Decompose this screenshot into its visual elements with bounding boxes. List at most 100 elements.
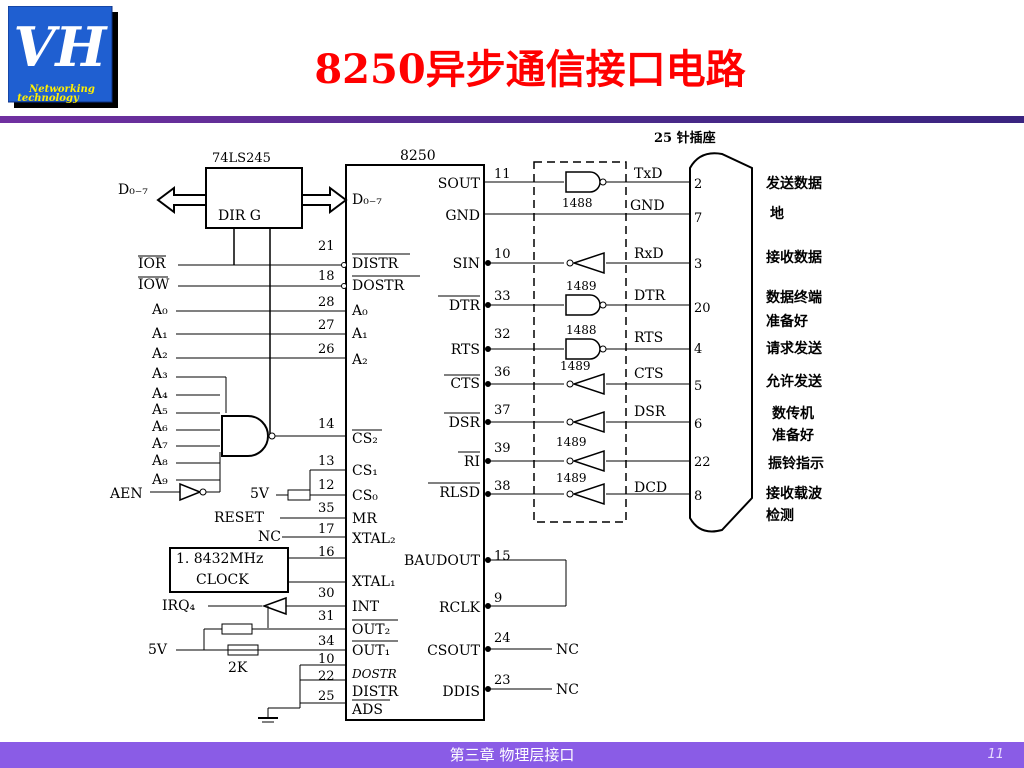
pin-name: CS₀ — [352, 488, 378, 504]
pin-number: 33 — [494, 289, 511, 304]
connector-title: 25 针插座 — [654, 130, 716, 146]
data-bus-label: D₀₋₇ — [118, 182, 148, 198]
pin-name: MR — [352, 511, 377, 527]
connector-signal: DTR — [634, 288, 666, 304]
page-number: 11 — [987, 747, 1004, 762]
host-signal: CLOCK — [196, 572, 249, 588]
connector-signal: TxD — [634, 166, 662, 182]
pin-name: A₁ — [351, 326, 368, 342]
pin-number: 12 — [318, 478, 335, 493]
connector-signal: CTS — [634, 366, 664, 382]
host-signal: NC — [258, 529, 281, 545]
pin-number: 39 — [494, 441, 511, 456]
host-signal: A₆ — [151, 419, 168, 435]
pin-name: ADS — [351, 702, 383, 718]
pin-name: DISTR — [352, 684, 399, 700]
logo-text-1: Networking — [28, 84, 95, 95]
pin-name: CS₁ — [352, 463, 378, 479]
host-signal: AEN — [109, 486, 143, 502]
host-signal: 5V — [148, 642, 168, 658]
signal-description: 地 — [770, 205, 784, 222]
host-signal: IOW — [138, 277, 170, 293]
pin-number: 11 — [494, 167, 511, 182]
driver-label: 1488 — [562, 196, 593, 210]
signal-description: 准备好 — [766, 313, 808, 330]
host-signal: A₅ — [151, 402, 168, 418]
connector-pin: 4 — [694, 342, 702, 357]
pin-name: XTAL₁ — [352, 574, 396, 590]
pin-name: RCLK — [439, 600, 481, 616]
signal-description: 数传机 — [772, 405, 814, 422]
driver-label: 1489 — [566, 279, 597, 293]
pin-number: 21 — [318, 239, 335, 254]
signal-description: 准备好 — [772, 427, 814, 444]
driver-label: 1489 — [556, 435, 587, 449]
signal-description: 检测 — [766, 507, 794, 524]
signal-description: 振铃指示 — [768, 455, 824, 472]
host-signal: A₂ — [151, 346, 168, 362]
host-signal: IOR — [138, 256, 166, 272]
pin-name: DTR — [449, 298, 481, 314]
host-signal: 5V — [250, 486, 270, 502]
footer-title: 第三章 物理层接口 — [449, 746, 575, 764]
pin-number: 22 — [318, 669, 335, 684]
pin-number: 25 — [318, 689, 335, 704]
logo-text-2: technology — [17, 93, 80, 104]
host-signal: A₁ — [151, 326, 168, 342]
footer-bar: 第三章 物理层接口 11 — [0, 742, 1024, 768]
host-signal: IRQ₄ — [162, 598, 196, 614]
signal-description: 允许发送 — [765, 373, 823, 390]
pin-number: 16 — [318, 545, 335, 560]
circuit-diagram: 74LS245 DIR G D₀₋₇ 8250 IOR IOW A₀ A₁ A₂… — [109, 130, 824, 723]
connector-pin: 8 — [694, 489, 702, 504]
pin-name: DOSTR — [352, 278, 405, 294]
pin-name: OUT₁ — [352, 643, 390, 659]
host-signal: A₉ — [151, 472, 168, 488]
host-signal: A₈ — [151, 453, 168, 469]
host-signal: 1. 8432MHz — [176, 551, 263, 567]
pin-number: 23 — [494, 673, 511, 688]
pin-number: 14 — [318, 417, 335, 432]
host-signal: A₀ — [151, 302, 168, 318]
connector-pin: 5 — [694, 379, 702, 394]
pin-number: 27 — [318, 318, 335, 333]
pin-name: CS₂ — [352, 431, 378, 447]
driver-label: 1489 — [560, 359, 591, 373]
pin-number: 30 — [318, 586, 335, 601]
pin-number: 10 — [318, 652, 335, 667]
connector-pin: 3 — [694, 257, 702, 272]
driver-label: 1489 — [556, 471, 587, 485]
connector-signal: GND — [630, 198, 665, 214]
chip-245-name: 74LS245 — [212, 151, 271, 166]
host-signal: A₇ — [151, 436, 168, 452]
pin-name: DOSTR — [351, 667, 397, 681]
pin-name: SOUT — [438, 176, 481, 192]
pin-number: 38 — [494, 479, 511, 494]
pin-name: CSOUT — [427, 643, 481, 659]
pin-name: A₂ — [351, 352, 368, 368]
pin-number: 15 — [494, 549, 511, 564]
connector-pin: 7 — [694, 211, 702, 226]
pin-number: 31 — [318, 609, 335, 624]
pin-number: 34 — [318, 634, 335, 649]
signal-description: 数据终端 — [766, 289, 822, 306]
nc-label: NC — [556, 682, 579, 698]
connector-signal: DCD — [634, 480, 667, 496]
chip-8250-name: 8250 — [400, 148, 436, 164]
pin-name: RTS — [451, 342, 480, 358]
logo: VH Networking technology — [8, 6, 118, 108]
connector-signal: RxD — [634, 246, 664, 262]
pin-name: INT — [352, 599, 380, 615]
pin-name: GND — [445, 208, 480, 224]
connector-signal: RTS — [634, 330, 663, 346]
logo-letters: VH — [14, 15, 109, 79]
driver-label: 1488 — [566, 323, 597, 337]
pin-number: 35 — [318, 501, 335, 516]
pin-number: 24 — [494, 631, 511, 646]
pin-name: DDIS — [442, 684, 480, 700]
host-signal: 2K — [228, 660, 248, 676]
connector-pin: 22 — [694, 455, 711, 470]
pin-name: CTS — [450, 376, 480, 392]
pin-name: DSR — [449, 415, 481, 431]
connector-pin: 20 — [694, 301, 711, 316]
